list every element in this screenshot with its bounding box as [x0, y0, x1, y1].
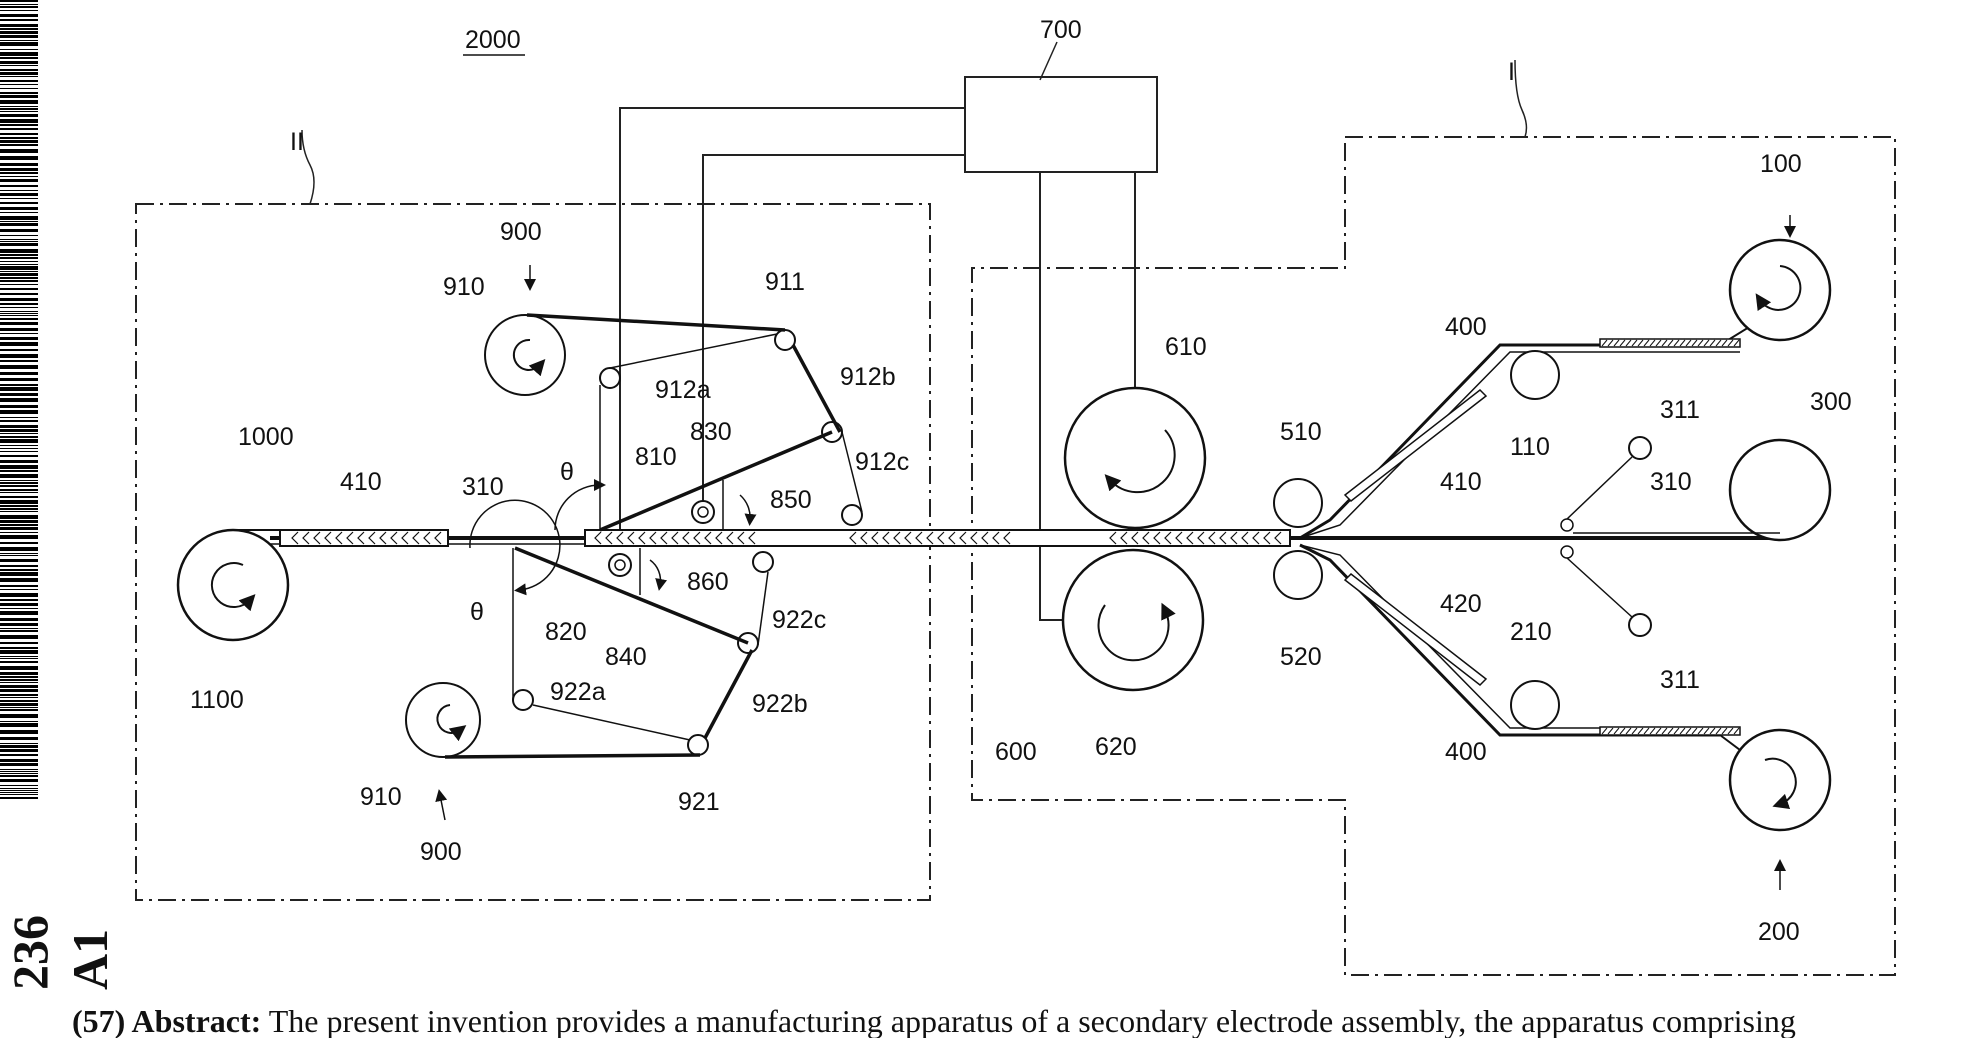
patent-figure: 2000 700 I II 100 200 300 311 311 310 31… — [0, 0, 1964, 1000]
label-110: 110 — [1510, 433, 1550, 461]
roller-912a — [600, 368, 620, 388]
label-1000: 1000 — [238, 423, 294, 451]
label-300: 300 — [1810, 388, 1852, 416]
label-830: 830 — [690, 418, 732, 446]
abstract-body: The present invention provides a manufac… — [261, 1004, 1796, 1038]
label-840: 840 — [605, 643, 647, 671]
controller-label: 700 — [1040, 16, 1082, 44]
label-420: 420 — [1440, 590, 1482, 618]
label-922b: 922b — [752, 690, 808, 718]
abstract-prefix: (57) Abstract: — [72, 1004, 261, 1038]
label-910-bottom: 910 — [360, 783, 402, 811]
roller-311-top — [1629, 437, 1651, 459]
label-922c: 922c — [772, 606, 826, 634]
label-911: 911 — [765, 268, 805, 296]
label-410-left: 410 — [340, 468, 382, 496]
label-912b: 912b — [840, 363, 896, 391]
roller-911 — [775, 330, 795, 350]
label-510: 510 — [1280, 418, 1322, 446]
label-912c: 912c — [855, 448, 909, 476]
roll-210 — [1511, 681, 1559, 729]
abstract-text: (57) Abstract: The present invention pro… — [72, 1004, 1962, 1038]
roll-910-bottom — [406, 683, 480, 757]
roll-1100 — [178, 530, 288, 640]
roller-311-bottom — [1629, 614, 1651, 636]
roll-620 — [1063, 550, 1203, 690]
section-ii-label: II — [290, 128, 304, 156]
section-i-label: I — [1508, 58, 1515, 86]
roll-610 — [1065, 388, 1205, 528]
roll-110 — [1511, 351, 1559, 399]
roller-922c — [753, 552, 773, 572]
sensor-840 — [609, 554, 631, 576]
label-410-right: 410 — [1440, 468, 1482, 496]
label-610: 610 — [1165, 333, 1207, 361]
roll-520 — [1274, 551, 1322, 599]
system-label: 2000 — [465, 26, 521, 54]
label-860: 860 — [687, 568, 729, 596]
angle-theta-bottom: θ — [470, 598, 484, 626]
roller-912c — [842, 505, 862, 525]
sensor-830 — [692, 501, 714, 523]
angle-theta-top: θ — [560, 458, 574, 486]
label-310-left: 310 — [462, 473, 504, 501]
label-311-top: 311 — [1660, 396, 1700, 424]
label-912a: 912a — [655, 376, 711, 404]
label-921: 921 — [678, 788, 720, 816]
roller-922a — [513, 690, 533, 710]
label-400-bottom: 400 — [1445, 738, 1487, 766]
label-600: 600 — [995, 738, 1037, 766]
label-100: 100 — [1760, 150, 1802, 178]
label-900-bottom: 900 — [420, 838, 462, 866]
label-810: 810 — [635, 443, 677, 471]
roll-510 — [1274, 479, 1322, 527]
label-900-top: 900 — [500, 218, 542, 246]
roll-200 — [1730, 730, 1830, 830]
controller-box — [965, 77, 1157, 172]
control-line-2 — [703, 155, 965, 510]
label-210: 210 — [1510, 618, 1552, 646]
label-310-right: 310 — [1650, 468, 1692, 496]
label-850: 850 — [770, 486, 812, 514]
roll-910-top — [485, 315, 565, 395]
label-820: 820 — [545, 618, 587, 646]
label-311-bottom: 311 — [1660, 666, 1700, 694]
roll-100 — [1730, 240, 1830, 340]
label-620: 620 — [1095, 733, 1137, 761]
controller-leader — [1040, 42, 1057, 80]
label-922a: 922a — [550, 678, 606, 706]
label-910-top: 910 — [443, 273, 485, 301]
label-400-top: 400 — [1445, 313, 1487, 341]
roll-300 — [1730, 440, 1830, 540]
label-1100: 1100 — [190, 686, 244, 714]
label-520: 520 — [1280, 643, 1322, 671]
label-200: 200 — [1758, 918, 1800, 946]
